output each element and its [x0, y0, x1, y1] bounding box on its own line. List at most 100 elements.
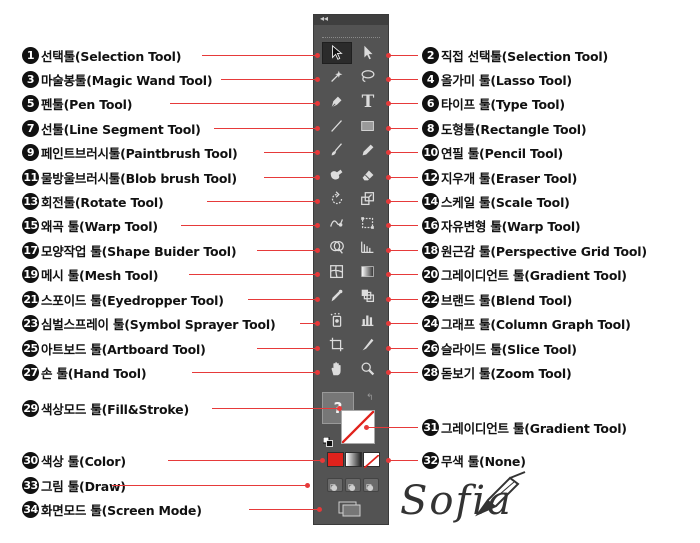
- mesh-icon[interactable]: [322, 261, 352, 283]
- magic-wand-icon[interactable]: [322, 66, 352, 88]
- draw-behind-icon[interactable]: [345, 478, 361, 492]
- label-text: 올가미 툴(Lasso Tool): [441, 72, 572, 88]
- rotate-icon[interactable]: [322, 188, 352, 210]
- label-text: 물방울브러시툴(Blob brush Tool): [41, 170, 237, 186]
- connector-line: [386, 321, 418, 326]
- pen-icon[interactable]: [322, 91, 352, 113]
- paintbrush-icon[interactable]: [322, 139, 352, 161]
- label-text: 지우개 툴(Eraser Tool): [441, 170, 578, 186]
- draw-inside-icon[interactable]: [363, 478, 379, 492]
- label-text: 자유변형 툴(Warp Tool): [441, 218, 581, 234]
- number-badge: 10: [422, 143, 439, 161]
- label-text: 선택툴(Selection Tool): [41, 48, 182, 64]
- label-text: 도형툴(Rectangle Tool): [441, 121, 587, 137]
- connector-line: [386, 175, 418, 180]
- connector-line: [264, 175, 320, 180]
- number-badge: 22: [422, 290, 439, 308]
- label-text: 그레이디언트 툴(Gradient Tool): [441, 420, 627, 436]
- lasso-icon[interactable]: [353, 66, 383, 88]
- connector-line: [257, 346, 320, 351]
- blob-brush-icon[interactable]: [322, 164, 352, 186]
- gradient-icon[interactable]: [353, 261, 383, 283]
- scale-icon[interactable]: [353, 188, 383, 210]
- default-colors-icon[interactable]: [322, 432, 333, 447]
- number-badge: 3: [22, 70, 39, 88]
- number-badge: 19: [22, 265, 39, 283]
- connector-line: [189, 272, 320, 277]
- none-slash-icon: [342, 411, 374, 443]
- connector-line: [202, 53, 320, 58]
- number-badge: 29: [22, 399, 39, 417]
- panel-title-bar[interactable]: ◂◂: [314, 14, 388, 25]
- direct-selection-icon[interactable]: [353, 42, 383, 64]
- panel-grip[interactable]: [322, 37, 380, 40]
- connector-line: [214, 126, 320, 131]
- zoom-icon[interactable]: [353, 358, 383, 380]
- warp-icon[interactable]: [322, 212, 352, 234]
- connector-line: [221, 77, 320, 82]
- number-badge: 6: [422, 94, 439, 112]
- screen-mode-icon[interactable]: [337, 500, 363, 518]
- free-transform-icon[interactable]: [353, 212, 383, 234]
- label-text: 모양작업 툴(Shape Buider Tool): [41, 243, 237, 259]
- number-badge: 20: [422, 265, 439, 283]
- connector-line: [364, 425, 418, 430]
- rectangle-icon[interactable]: [353, 115, 383, 137]
- number-badge: 14: [422, 192, 439, 210]
- connector-line: [192, 370, 320, 375]
- label-text: 선툴(Line Segment Tool): [41, 121, 201, 137]
- blend-icon[interactable]: [353, 285, 383, 307]
- number-badge: 27: [22, 363, 39, 381]
- connector-line: [300, 321, 320, 326]
- column-graph-icon[interactable]: [353, 309, 383, 331]
- collapse-icon[interactable]: ◂◂: [320, 14, 329, 23]
- signature-text: Sofia: [400, 478, 513, 524]
- hand-icon[interactable]: [322, 358, 352, 380]
- color-mode-button[interactable]: [327, 452, 344, 467]
- connector-line: [386, 77, 418, 82]
- artboard-icon[interactable]: [322, 334, 352, 356]
- eyedropper-icon[interactable]: [322, 285, 352, 307]
- number-badge: 16: [422, 216, 439, 234]
- selection-icon[interactable]: [322, 42, 352, 64]
- label-text: 돋보기 툴(Zoom Tool): [441, 365, 572, 381]
- label-text: 직접 선택툴(Selection Tool): [441, 48, 608, 64]
- number-badge: 23: [22, 314, 39, 332]
- label-text: 왜곡 툴(Warp Tool): [41, 218, 158, 234]
- eraser-icon[interactable]: [353, 164, 383, 186]
- label-text: 그래프 툴(Column Graph Tool): [441, 316, 631, 332]
- draw-normal-icon[interactable]: [327, 478, 343, 492]
- connector-line: [257, 248, 320, 253]
- slice-icon[interactable]: [353, 334, 383, 356]
- type-icon[interactable]: T: [353, 91, 383, 113]
- shape-builder-icon[interactable]: [322, 236, 352, 258]
- swap-fill-stroke-icon[interactable]: ↰: [366, 393, 374, 403]
- label-text: 그림 툴(Draw): [41, 478, 126, 494]
- pencil-icon[interactable]: [353, 139, 383, 161]
- symbol-sprayer-icon[interactable]: [322, 309, 352, 331]
- number-badge: 7: [22, 119, 39, 137]
- perspective-grid-icon[interactable]: [353, 236, 383, 258]
- number-badge: 30: [22, 451, 39, 469]
- label-text: 아트보드 툴(Artboard Tool): [41, 341, 206, 357]
- number-badge: 32: [422, 451, 439, 469]
- label-text: 메시 툴(Mesh Tool): [41, 267, 159, 283]
- none-mode-button[interactable]: [363, 452, 380, 469]
- gradient-mode-button[interactable]: [345, 452, 362, 467]
- connector-line: [181, 223, 320, 228]
- label-text: 마술봉툴(Magic Wand Tool): [41, 72, 213, 88]
- line-segment-icon[interactable]: [322, 115, 352, 137]
